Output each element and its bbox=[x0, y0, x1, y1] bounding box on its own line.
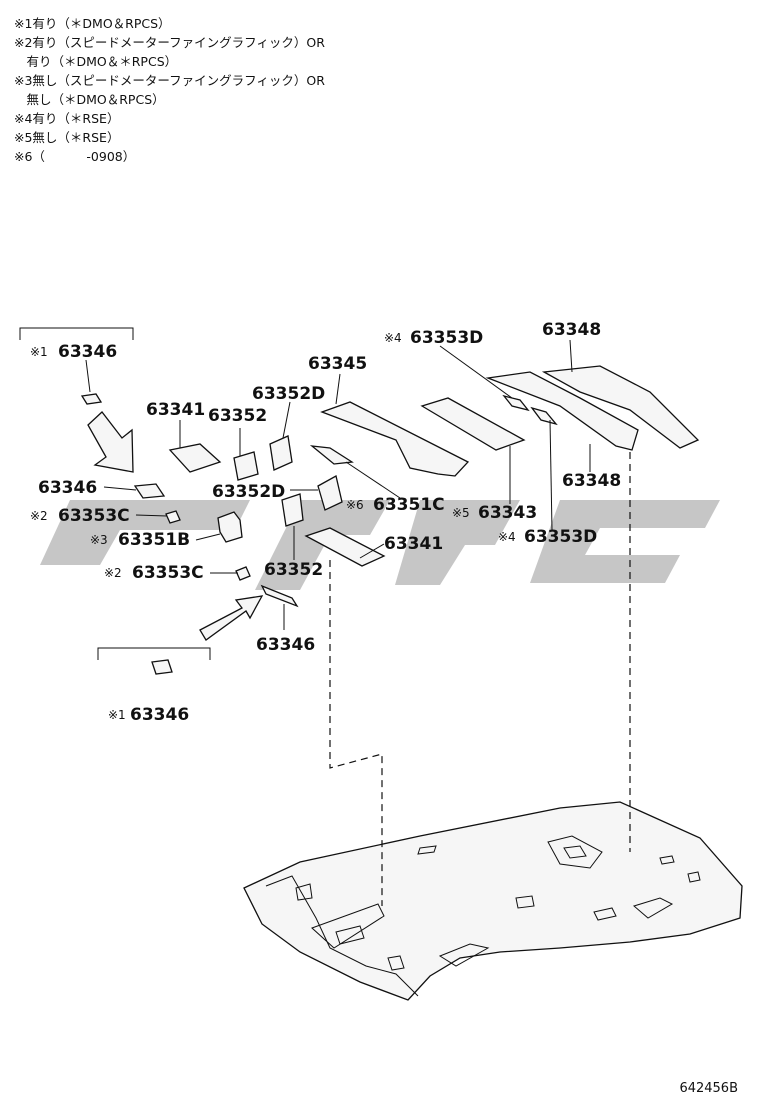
svg-text:63348: 63348 bbox=[562, 471, 621, 491]
pad-63341-left bbox=[168, 443, 222, 473]
svg-text:63346: 63346 bbox=[130, 705, 189, 725]
svg-text:63346: 63346 bbox=[256, 635, 315, 655]
callout-c9: 63352 bbox=[208, 406, 267, 426]
clip-63353d-a bbox=[502, 394, 530, 412]
note-line: 無し（＊DMO＆RPCS） bbox=[14, 92, 165, 107]
callout-c19: 63348 bbox=[562, 471, 621, 491]
clip-63346-a bbox=[133, 483, 166, 499]
svg-text:63351B: 63351B bbox=[118, 530, 190, 550]
alignment-line-left bbox=[329, 560, 383, 906]
bracket-top bbox=[19, 327, 134, 340]
clip-63353c-a bbox=[165, 510, 181, 524]
svg-text:※2: ※2 bbox=[104, 566, 122, 580]
note-line: ※2有り（スピードメーターファイングラフィック）OR bbox=[14, 35, 325, 50]
callout-c14: ※6 63351C bbox=[346, 495, 445, 515]
svg-text:63348: 63348 bbox=[542, 320, 601, 340]
panel-63343 bbox=[420, 397, 526, 451]
block-63352d-b bbox=[317, 475, 343, 511]
clip-63351b bbox=[217, 511, 243, 543]
callout-c5: ※2 63353C bbox=[104, 563, 204, 583]
strip-63351c bbox=[309, 445, 354, 465]
svg-text:63351C: 63351C bbox=[373, 495, 445, 515]
svg-text:※2: ※2 bbox=[30, 509, 48, 523]
arrow-lower bbox=[199, 595, 264, 641]
note-line: ※1有り（＊DMO＆RPCS） bbox=[14, 16, 171, 31]
svg-text:63352: 63352 bbox=[264, 560, 323, 580]
leader bbox=[345, 461, 401, 499]
clip-63353c-b bbox=[235, 566, 251, 581]
headliner-roof-panel bbox=[243, 801, 743, 1001]
block-63352-b bbox=[281, 493, 304, 527]
notes-block: ※1有り（＊DMO＆RPCS） ※2有り（スピードメーターファイングラフィック）… bbox=[14, 14, 325, 166]
callout-c17: ※5 63343 bbox=[452, 503, 537, 523]
callout-c12: 63352D bbox=[212, 482, 285, 502]
callout-c8: 63341 bbox=[146, 400, 205, 420]
callout-c15: 63341 bbox=[384, 534, 443, 554]
callout-c16: ※4 63353D bbox=[384, 328, 483, 348]
leader bbox=[135, 514, 168, 517]
svg-text:63353C: 63353C bbox=[132, 563, 204, 583]
clip-63353d-b bbox=[530, 406, 558, 426]
svg-text:63341: 63341 bbox=[384, 534, 443, 554]
svg-text:63346: 63346 bbox=[58, 342, 117, 362]
callout-c7: ※1 63346 bbox=[108, 705, 189, 725]
leader bbox=[359, 543, 385, 559]
leader bbox=[103, 486, 137, 491]
note-line: ※3無し（スピードメーターファイングラフィック）OR bbox=[14, 73, 325, 88]
clip-63346-top bbox=[80, 393, 103, 405]
callout-c11: 63345 bbox=[308, 354, 367, 374]
svg-text:63343: 63343 bbox=[478, 503, 537, 523]
svg-text:63352D: 63352D bbox=[212, 482, 285, 502]
bracket-bottom bbox=[97, 647, 211, 660]
note-line: ※6（ -0908） bbox=[14, 149, 136, 164]
panel-63348-a bbox=[485, 371, 639, 451]
svg-text:63346: 63346 bbox=[38, 478, 97, 498]
leader bbox=[549, 419, 553, 531]
clip-63346-bottom bbox=[151, 659, 173, 675]
leader bbox=[335, 373, 341, 405]
callout-c10: 63352D bbox=[252, 384, 325, 404]
callout-c13: 63352 bbox=[264, 560, 323, 580]
svg-text:※6: ※6 bbox=[346, 498, 364, 512]
callout-c4: ※3 63351B bbox=[90, 530, 190, 550]
svg-text:※4: ※4 bbox=[498, 530, 516, 544]
svg-text:※3: ※3 bbox=[90, 533, 108, 547]
svg-text:63353D: 63353D bbox=[410, 328, 483, 348]
svg-text:63352: 63352 bbox=[208, 406, 267, 426]
note-line: ※4有り（＊RSE） bbox=[14, 111, 120, 126]
callout-c20: ※4 63353D bbox=[498, 527, 597, 547]
leader bbox=[439, 345, 513, 399]
callout-c3: ※2 63353C bbox=[30, 506, 130, 526]
callout-c2: 63346 bbox=[38, 478, 97, 498]
svg-text:63345: 63345 bbox=[308, 354, 367, 374]
note-line: 有り（＊DMO＆＊RPCS） bbox=[14, 54, 178, 69]
leader bbox=[85, 359, 91, 393]
note-line: ※5無し（＊RSE） bbox=[14, 130, 120, 145]
figure-id: 642456B bbox=[679, 1081, 738, 1096]
panel-63348-b bbox=[541, 365, 700, 449]
callout-c6: 63346 bbox=[256, 635, 315, 655]
pad-63341-right bbox=[304, 527, 386, 567]
leader bbox=[195, 533, 221, 541]
block-63352-a bbox=[233, 451, 259, 481]
svg-text:63341: 63341 bbox=[146, 400, 205, 420]
leader bbox=[569, 339, 573, 373]
svg-text:※1: ※1 bbox=[108, 708, 126, 722]
svg-text:63353C: 63353C bbox=[58, 506, 130, 526]
block-63352d-a bbox=[269, 435, 293, 471]
svg-text:※1: ※1 bbox=[30, 345, 48, 359]
svg-text:※5: ※5 bbox=[452, 506, 470, 520]
arrow-upper bbox=[87, 411, 134, 473]
callout-c1: ※1 63346 bbox=[30, 342, 117, 362]
svg-text:※4: ※4 bbox=[384, 331, 402, 345]
callout-c18: 63348 bbox=[542, 320, 601, 340]
panel-63345 bbox=[320, 401, 470, 477]
clip-63346-b bbox=[260, 584, 299, 608]
leader bbox=[282, 401, 291, 439]
svg-text:63352D: 63352D bbox=[252, 384, 325, 404]
svg-text:63353D: 63353D bbox=[524, 527, 597, 547]
